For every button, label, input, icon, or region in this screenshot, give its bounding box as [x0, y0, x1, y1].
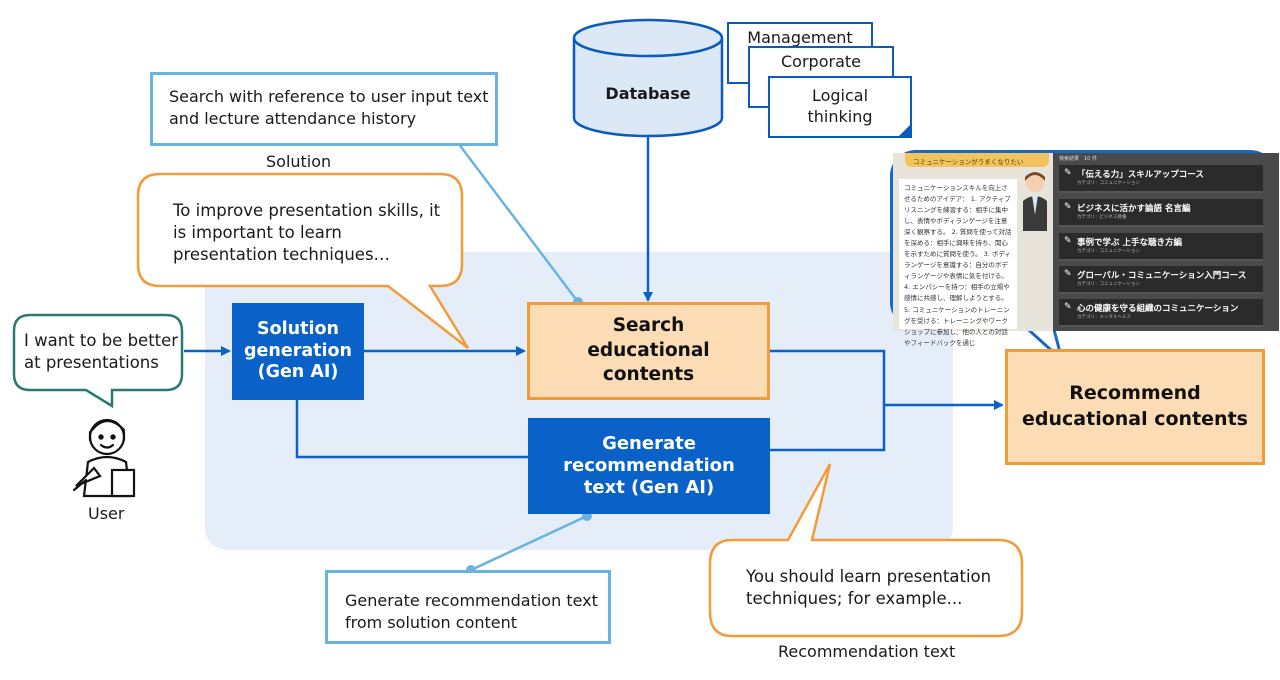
solution-label: Solution — [266, 152, 332, 171]
generation-note-text: Generate recommendation text from soluti… — [345, 591, 598, 633]
line-solution-to-generate — [295, 400, 528, 459]
user-figure-icon — [72, 418, 136, 498]
recommendation-speech-bubble — [708, 463, 1024, 638]
ss-tab-title: コミュニケーションがうまくなりたい — [905, 153, 1049, 167]
rec-bubble-text: You should learn presentation techniques… — [746, 567, 992, 608]
ss-result-item[interactable]: ✎ グローバル・コミュニケーション入門コース カテゴリ：コミュニケーション — [1059, 266, 1263, 294]
generation-note: Generate recommendation text from soluti… — [325, 570, 611, 644]
app-screenshot-inset: コミュニケーションがうまくなりたい コミュニケーションスキルを向上させるためのア… — [890, 150, 1279, 347]
edit-icon: ✎ — [1064, 236, 1072, 246]
generate-text-box: Generate recommendation text (Gen AI) — [528, 418, 770, 514]
doc-card-logical-thinking: Logical thinking — [768, 76, 912, 138]
solution-speech-bubble — [136, 172, 470, 349]
rec-label: Recommendation text — [778, 642, 956, 661]
doc-corner-fold — [898, 124, 911, 137]
user-label: User — [88, 504, 125, 523]
ss-body-text: コミュニケーションスキルを向上させるためのアイデア： 1. アクティブリスニング… — [899, 179, 1017, 347]
edit-icon: ✎ — [1064, 168, 1072, 178]
line-search-to-join — [770, 349, 886, 405]
line-generate-to-join — [770, 405, 886, 452]
callout-line-query — [454, 138, 579, 303]
avatar-icon — [1023, 172, 1047, 231]
edit-icon: ✎ — [1064, 202, 1072, 212]
callout-line-gen — [470, 514, 588, 572]
ss-result-item[interactable]: ✎ ビジネスに活かす論語 名言編 カテゴリ：ビジネス教養 — [1059, 199, 1263, 227]
edit-icon: ✎ — [1064, 302, 1072, 312]
query-note: Search with reference to user input text… — [150, 72, 498, 146]
user-bubble-text: I want to be better at presentations — [24, 331, 179, 372]
query-note-text: Search with reference to user input text… — [169, 87, 489, 129]
solution-bubble-text: To improve presentation skills, it is im… — [173, 201, 441, 264]
ss-result-item[interactable]: ✎ 「伝える力」スキルアップコース カテゴリ：コミュニケーション — [1059, 165, 1263, 193]
ss-left-pane: コミュニケーションがうまくなりたい コミュニケーションスキルを向上させるためのア… — [893, 153, 1053, 347]
solution-generation-box: Solution generation (Gen AI) — [232, 303, 364, 400]
recommend-contents-box: Recommend educational contents — [1005, 349, 1265, 465]
ss-result-item[interactable]: ✎ 心の健康を守る組織のコミュニケーション カテゴリ：メンタルヘルス — [1059, 299, 1263, 327]
database-label: Database — [605, 84, 691, 103]
ss-result-header: 検索結果 10 件 — [1059, 156, 1097, 162]
user-speech-bubble — [12, 313, 184, 409]
ss-result-list: 検索結果 10 件 ✎ 「伝える力」スキルアップコース カテゴリ：コミュニケーシ… — [1053, 153, 1279, 331]
ss-result-item[interactable]: ✎ 事例で学ぶ 上手な聴き方編 カテゴリ：コミュニケーション — [1059, 233, 1263, 261]
database-cylinder — [572, 18, 724, 138]
search-contents-box: Search educational contents — [527, 302, 770, 400]
edit-icon: ✎ — [1064, 269, 1072, 279]
